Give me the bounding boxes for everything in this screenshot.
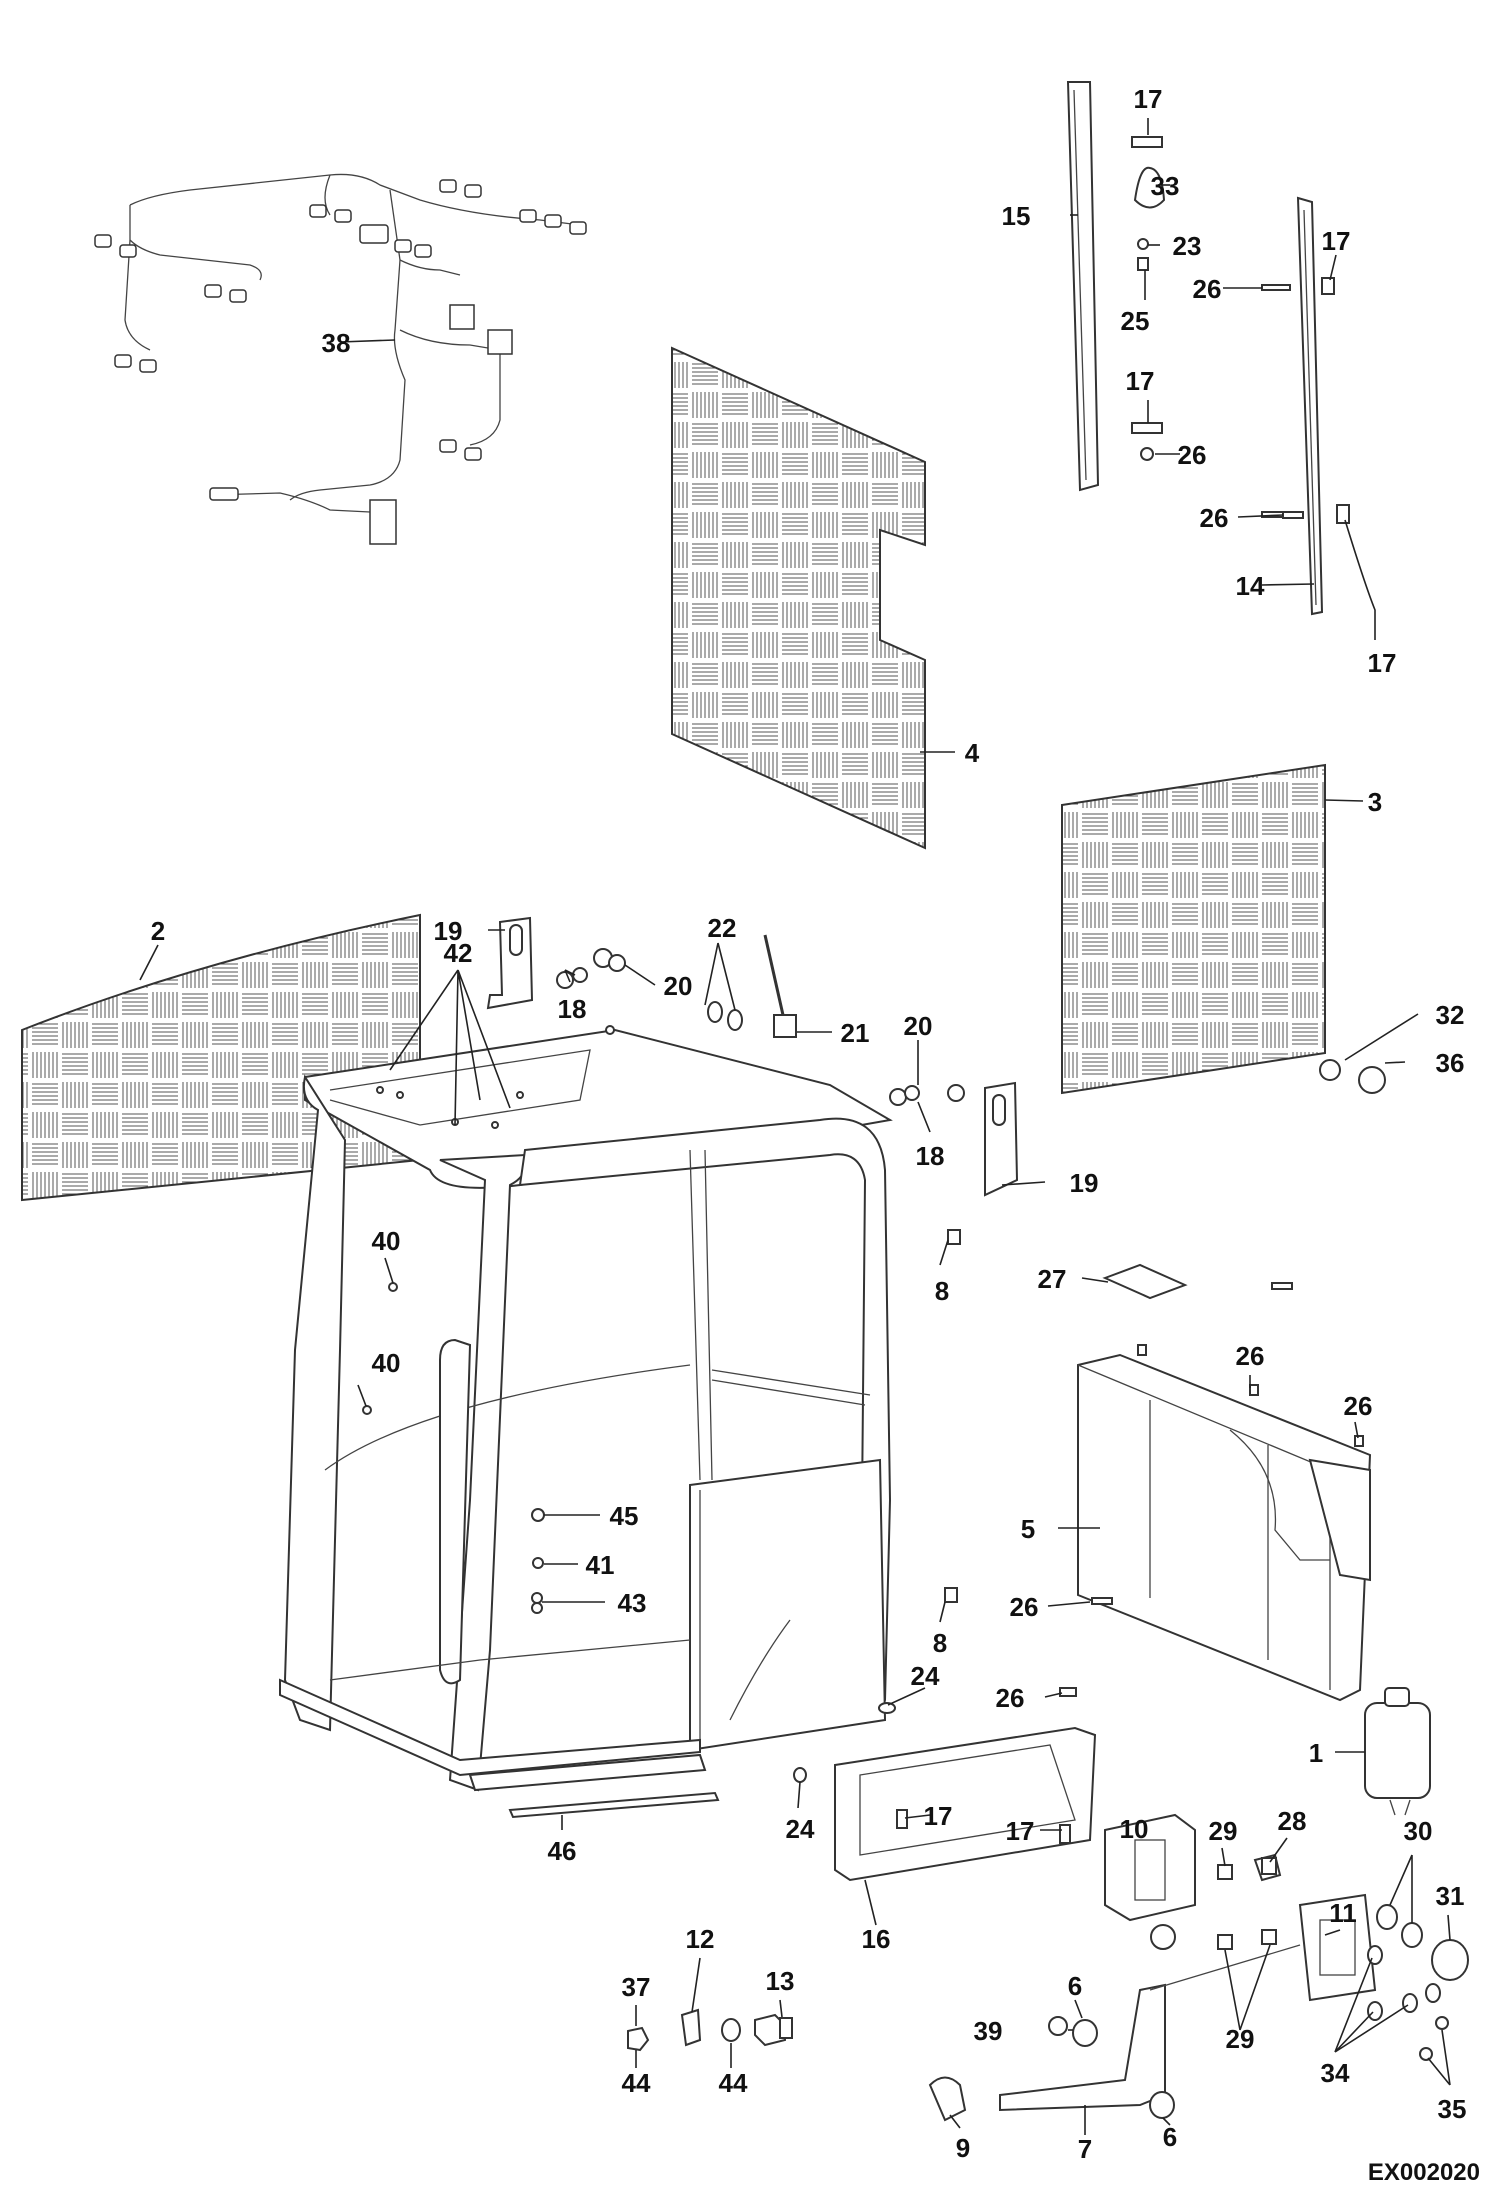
callout-16: 16 — [862, 1924, 891, 1954]
hardware-group — [627, 2008, 793, 2052]
callout-19: 19 — [434, 916, 463, 946]
callout-26: 26 — [1178, 440, 1207, 470]
callout-21: 21 — [841, 1018, 870, 1048]
bracket-16 — [834, 1726, 1097, 1882]
callout-42: 42 — [444, 938, 473, 968]
callout-29: 29 — [1226, 2024, 1255, 2054]
callout-20: 20 — [664, 971, 693, 1001]
plate-11 — [1298, 1893, 1377, 2002]
plate-27 — [1102, 1263, 1188, 1300]
cab-frame — [279, 1025, 893, 1792]
strip-46 — [508, 1791, 720, 1819]
callout-35: 35 — [1438, 2094, 1467, 2124]
callout-15: 15 — [1002, 201, 1031, 231]
callout-2: 2 — [151, 916, 165, 946]
callout-4: 4 — [965, 738, 980, 768]
callout-18: 18 — [916, 1141, 945, 1171]
callout-5: 5 — [1021, 1514, 1035, 1544]
callout-24: 24 — [786, 1814, 815, 1844]
leader-lines — [139, 118, 1451, 2135]
callout-17: 17 — [1006, 1816, 1035, 1846]
callout-13: 13 — [766, 1966, 795, 1996]
callout-33: 33 — [1151, 171, 1180, 201]
callout-8: 8 — [933, 1628, 947, 1658]
callout-26: 26 — [1193, 274, 1222, 304]
bracket-10 — [1104, 1813, 1196, 1950]
callout-3: 3 — [1368, 787, 1382, 817]
callout-10: 10 — [1120, 1814, 1149, 1844]
callout-17: 17 — [1134, 84, 1163, 114]
small-fasteners — [362, 511, 1364, 1875]
callout-34: 34 — [1321, 2058, 1350, 2088]
callout-32: 32 — [1436, 1000, 1465, 1030]
callout-45: 45 — [610, 1501, 639, 1531]
callout-17: 17 — [924, 1801, 953, 1831]
wiring-harness-38 — [94, 173, 587, 545]
rail-15 — [1066, 81, 1100, 492]
callout-17: 17 — [1322, 226, 1351, 256]
callout-38: 38 — [322, 328, 351, 358]
insulation-panel-2 — [21, 913, 421, 1202]
callout-6: 6 — [1068, 1971, 1082, 2001]
callout-40: 40 — [372, 1226, 401, 1256]
callout-17: 17 — [1368, 648, 1397, 678]
callout-46: 46 — [548, 1836, 577, 1866]
callout-14: 14 — [1236, 571, 1265, 601]
callout-24: 24 — [911, 1661, 940, 1691]
callout-26: 26 — [1200, 503, 1229, 533]
callout-28: 28 — [1278, 1806, 1307, 1836]
callout-12: 12 — [686, 1924, 715, 1954]
callout-40: 40 — [372, 1348, 401, 1378]
callout-7: 7 — [1078, 2134, 1092, 2164]
callout-31: 31 — [1436, 1881, 1465, 1911]
callout-37: 37 — [622, 1972, 651, 2002]
callout-36: 36 — [1436, 1048, 1465, 1078]
callout-44: 44 — [622, 2068, 651, 2098]
callout-8: 8 — [935, 1276, 949, 1306]
callout-6: 6 — [1163, 2122, 1177, 2152]
callout-44: 44 — [719, 2068, 748, 2098]
callout-26: 26 — [1010, 1592, 1039, 1622]
insulation-panel-3 — [1061, 763, 1326, 1095]
callout-41: 41 — [586, 1550, 615, 1580]
callout-19: 19 — [1070, 1168, 1099, 1198]
callout-17: 17 — [1126, 366, 1155, 396]
callout-43: 43 — [618, 1588, 647, 1618]
callout-39: 39 — [974, 2016, 1003, 2046]
callout-9: 9 — [956, 2133, 970, 2163]
callout-30: 30 — [1404, 1816, 1433, 1846]
callout-22: 22 — [708, 913, 737, 943]
insulation-panel-4 — [671, 346, 926, 850]
callout-18: 18 — [558, 994, 587, 1024]
washers — [1319, 1059, 1469, 2061]
reservoir-1 — [1364, 1687, 1431, 1816]
callout-11: 11 — [1329, 1898, 1357, 1928]
housing-5 — [1077, 1353, 1372, 1702]
callout-29: 29 — [1209, 1816, 1238, 1846]
callout-26: 26 — [1344, 1391, 1373, 1421]
drawing-code: EX002020 — [1368, 2159, 1480, 2186]
callout-23: 23 — [1173, 231, 1202, 261]
callout-26: 26 — [996, 1683, 1025, 1713]
callout-26: 26 — [1236, 1341, 1265, 1371]
callout-1: 1 — [1309, 1738, 1323, 1768]
callout-27: 27 — [1038, 1264, 1067, 1294]
callout-25: 25 — [1121, 306, 1150, 336]
callout-20: 20 — [904, 1011, 933, 1041]
